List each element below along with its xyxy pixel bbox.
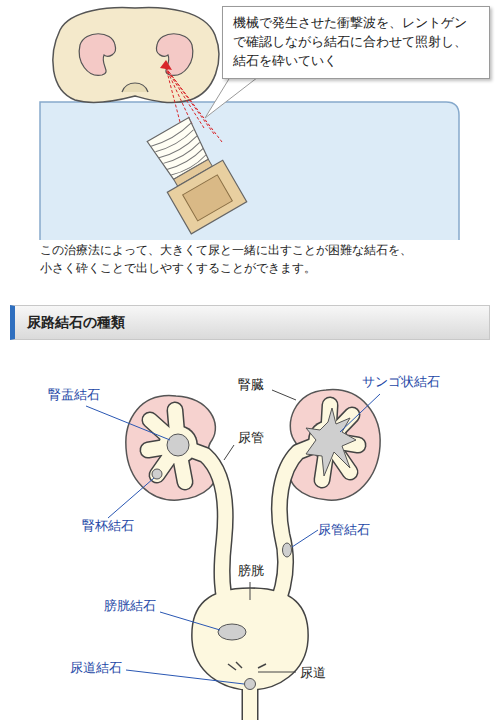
- part-label: 尿管: [238, 430, 264, 446]
- part-label: 膀胱結石: [104, 598, 156, 614]
- water-bath: [40, 102, 459, 240]
- part-label: 腎臓: [238, 377, 264, 393]
- stone: [283, 543, 292, 557]
- box-text: 機械で発生させた衝撃波を、レントゲン で確認しながら結石に合わせて照射し、 結石…: [233, 14, 479, 71]
- part-label: 膀胱: [238, 563, 264, 579]
- note-text: この治療法によって、大きくて尿と一緒に出すことが困難な結石を、 小さく砕くことで…: [40, 241, 424, 277]
- callout-pointer: [205, 74, 262, 118]
- part-label: 尿管結石: [318, 522, 370, 538]
- stone: [167, 434, 189, 456]
- kidney-small: [79, 34, 115, 76]
- staghorn-stone: [306, 408, 356, 476]
- part-label: 腎盂結石: [48, 387, 100, 403]
- stone: [245, 679, 256, 690]
- leader-line: [224, 390, 296, 672]
- torso-section: [53, 8, 219, 103]
- part-label: サンゴ状結石: [362, 374, 440, 390]
- part-label: 尿道: [300, 665, 326, 681]
- callout-box: 機械で発生させた衝撃波を、レントゲン で確認しながら結石に合わせて照射し、 結石…: [222, 6, 490, 79]
- section-header: 尿路結石の種類: [10, 305, 490, 340]
- shock-generator: [140, 114, 246, 234]
- stone: [152, 469, 162, 479]
- part-label: 腎杯結石: [82, 518, 134, 534]
- stone: [218, 624, 246, 640]
- leader-line: [86, 394, 380, 684]
- kidney-small: [156, 34, 192, 76]
- part-label: 尿道結石: [70, 660, 122, 676]
- box-text: 尿路結石の種類: [27, 314, 125, 332]
